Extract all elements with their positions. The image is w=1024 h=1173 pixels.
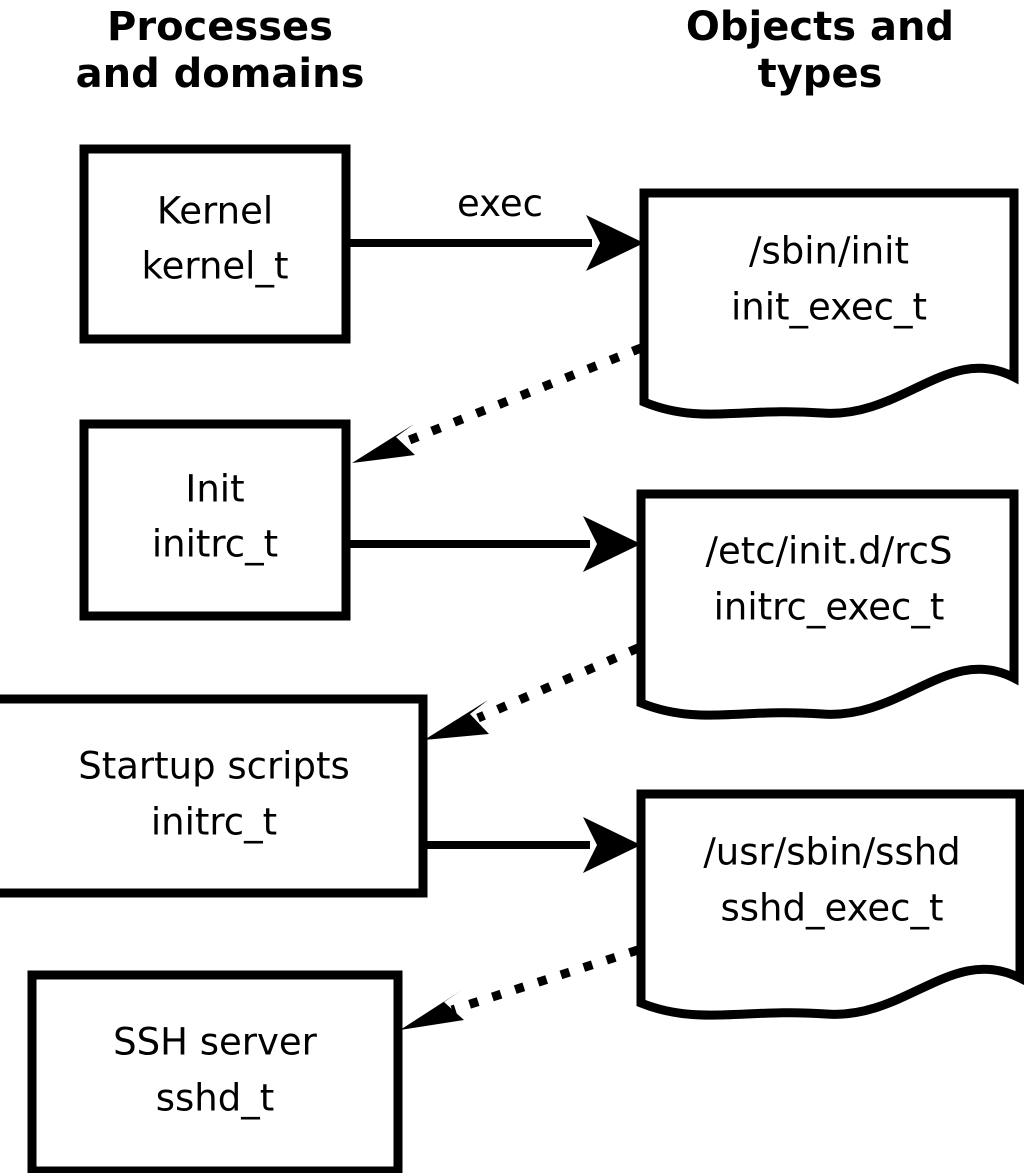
edge-label-exec: exec: [457, 182, 543, 225]
edge-sshd-exec-transition: [400, 945, 640, 1030]
object-type-initrc-exec: initrc_exec_t: [714, 586, 945, 629]
object-type-init-exec: init_exec_t: [731, 286, 927, 329]
object-node-init-exec[interactable]: /sbin/init init_exec_t: [639, 188, 1019, 419]
object-path-sshd-exec: /usr/sbin/sshd: [703, 831, 960, 874]
edge-line-initrc-transition: [476, 643, 640, 723]
process-type-kernel: kernel_t: [142, 245, 289, 288]
process-title-init: Init: [185, 468, 244, 511]
object-node-initrc-exec[interactable]: /etc/init.d/rcS initrc_exec_t: [636, 489, 1019, 720]
process-box-init: [79, 419, 351, 621]
object-type-sshd-exec: sshd_exec_t: [721, 887, 944, 930]
edge-initrc-exec-transition: [424, 643, 640, 740]
arrow-head-kernel-exec: [586, 215, 644, 271]
process-title-initrc: Startup scripts: [78, 745, 349, 788]
object-doc-init-exec: [639, 188, 1019, 419]
arrow-head-initrc-transition: [424, 700, 489, 740]
process-title-sshd: SSH server: [113, 1021, 317, 1064]
process-box-sshd: [27, 970, 403, 1173]
column-heading-processes: Processes and domains: [75, 4, 365, 98]
object-doc-sshd-exec: [636, 789, 1024, 1020]
edge-initrc-exec-sshd: [423, 817, 641, 873]
arrow-head-initrc-exec: [583, 817, 641, 873]
object-path-init-exec: /sbin/init: [749, 230, 909, 273]
object-path-initrc-exec: /etc/init.d/rcS: [705, 530, 952, 573]
process-type-init: initrc_t: [152, 523, 278, 566]
process-type-sshd: sshd_t: [156, 1077, 275, 1120]
edge-line-init-transition: [400, 343, 643, 448]
arrow-head-init-exec: [583, 516, 641, 572]
arrow-head-sshd-transition: [400, 990, 464, 1030]
edge-kernel-exec-init: exec: [348, 182, 644, 271]
column-heading-objects: Objects and types: [685, 4, 955, 98]
edge-init-exec-initrc: [348, 516, 641, 572]
process-box-initrc: [0, 694, 428, 898]
arrow-head-init-transition: [352, 424, 415, 463]
process-title-kernel: Kernel: [157, 190, 273, 233]
process-node-sshd[interactable]: SSH server sshd_t: [27, 970, 403, 1173]
process-type-initrc: initrc_t: [151, 801, 277, 844]
edge-init-exec-transition: [352, 343, 643, 463]
process-box-kernel: [79, 144, 351, 344]
process-node-initrc[interactable]: Startup scripts initrc_t: [0, 694, 428, 898]
object-doc-initrc-exec: [636, 489, 1019, 720]
process-node-kernel[interactable]: Kernel kernel_t: [79, 144, 351, 344]
process-node-init[interactable]: Init initrc_t: [79, 419, 351, 621]
object-node-sshd-exec[interactable]: /usr/sbin/sshd sshd_exec_t: [636, 789, 1024, 1020]
edge-line-sshd-transition: [450, 945, 640, 1015]
